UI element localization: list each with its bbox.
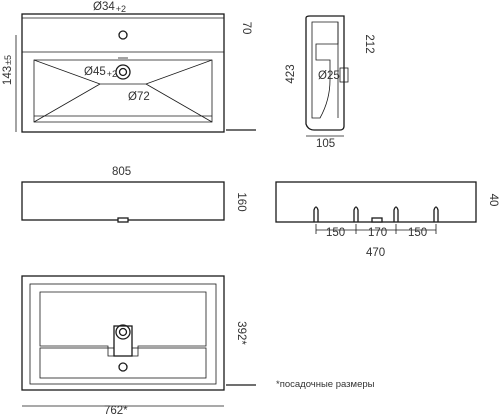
front-height-label: 160 [235, 192, 247, 211]
rear-dim-left: 150 [326, 227, 345, 239]
side-profile-inner [311, 21, 339, 119]
basin-slope-left [33, 59, 101, 85]
depth-top-label: 70 [240, 22, 252, 35]
overflow-dia-label: Ø45+2 [84, 66, 117, 79]
bottom-width-label: 762* [104, 405, 128, 417]
bottom-tap-hole [118, 362, 128, 372]
rear-drain-stub [371, 217, 383, 223]
front-width-label: 805 [112, 166, 131, 178]
side-bottom-label: 105 [316, 138, 335, 150]
front-view-outline [21, 181, 225, 221]
bracket-slot-1 [313, 206, 319, 222]
bracket-slot-3 [393, 206, 399, 222]
side-view: 423 212 Ø25 105 [285, 15, 375, 150]
drain-height-label: 212 [363, 34, 375, 53]
top-view: Ø34+2 Ø45+2 Ø72 143±5 70 [2, 1, 256, 133]
overflow-hole-outer [115, 64, 131, 80]
bottom-inner-frame [29, 283, 217, 385]
rear-dim-center: 170 [368, 227, 387, 239]
bracket-slot-4 [433, 206, 439, 222]
footnote: *посадочные размеры [276, 379, 375, 390]
side-profile-outer [305, 15, 345, 131]
top-view-outline [21, 13, 225, 133]
drain-dia-label: Ø25 [318, 70, 340, 82]
bottom-outlet-housing [113, 325, 133, 357]
bracket-slot-2 [353, 206, 359, 222]
bottom-outlet-outer [115, 324, 131, 340]
bowl-dia-label: Ø72 [128, 91, 150, 103]
front-drain-stub [117, 217, 129, 223]
rear-total-label: 470 [366, 247, 385, 259]
bottom-bowl-contour [39, 291, 207, 357]
bottom-outlet-inner [118, 327, 128, 337]
front-view: 805 160 [21, 166, 247, 223]
basin-slope-right [145, 59, 213, 85]
bottom-view: 392* 762* [21, 275, 256, 417]
rear-dim-right: 150 [408, 227, 427, 239]
drain-fitting [339, 67, 349, 83]
bottom-view-outline [21, 275, 225, 391]
tap-hole-dia-label: Ø34+2 [93, 1, 126, 14]
side-offset-label: 143±5 [2, 55, 14, 85]
bottom-depth-label: 392* [235, 321, 247, 345]
rear-view-outline [275, 181, 477, 223]
overflow-hole-inner [118, 67, 128, 77]
tap-hole [118, 30, 128, 40]
side-height-label: 423 [285, 64, 297, 83]
rear-height-label: 40 [487, 194, 499, 207]
rear-view: 150 170 150 470 40 [275, 181, 499, 259]
